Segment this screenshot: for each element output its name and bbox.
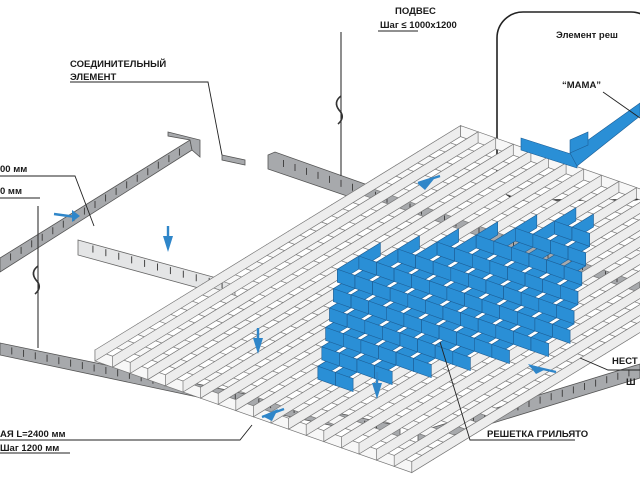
grid-bar bbox=[129, 137, 497, 375]
hanger-clip-center bbox=[335, 95, 344, 125]
grid-bar bbox=[94, 124, 461, 362]
grid-bar bbox=[393, 304, 640, 468]
leader-lines bbox=[0, 30, 640, 454]
right-nest-label: НЕСТ bbox=[612, 356, 638, 367]
bottom-left-label-1: АЯ L=2400 мм bbox=[0, 429, 66, 440]
connector-piece bbox=[221, 154, 246, 166]
bottom-left-label-2: Шаг 1200 мм bbox=[0, 443, 59, 454]
grid-highlight bbox=[317, 207, 594, 393]
podves-step-label: Шаг ≤ 1000x1200 bbox=[380, 20, 457, 31]
grid-highlight-bar bbox=[567, 246, 587, 267]
grid-highlight-bar bbox=[335, 371, 354, 393]
grid-highlight-bar bbox=[563, 265, 583, 286]
grid-highlight-bar bbox=[559, 284, 579, 306]
grid-highlight-bar bbox=[530, 336, 549, 358]
grid-highlight-bar bbox=[452, 350, 471, 372]
inset-mama-label: “МАМА” bbox=[562, 80, 601, 91]
inset-title: Элемент реш bbox=[556, 30, 618, 41]
hanger-clip-left bbox=[32, 265, 41, 295]
grid-highlight-bar bbox=[571, 226, 590, 247]
grid-highlight-bar bbox=[413, 357, 432, 379]
left-top-label-1: 00 мм bbox=[0, 164, 27, 175]
grid-highlight-bar bbox=[552, 323, 571, 344]
grid-bar bbox=[112, 131, 479, 368]
podves-label: ПОДВЕС bbox=[395, 6, 436, 17]
grid-highlight-bar bbox=[374, 364, 393, 386]
right-sh-label: Ш bbox=[626, 377, 636, 388]
left-rail-end bbox=[167, 131, 201, 158]
grid-label: РЕШЕТКА ГРИЛЬЯТО bbox=[487, 429, 588, 440]
grid-bar bbox=[376, 287, 640, 461]
grid-bar bbox=[147, 143, 514, 381]
assembly-arrows bbox=[53, 174, 557, 421]
left-top-label-2: 0 мм bbox=[0, 186, 22, 197]
grid-highlight-bar bbox=[556, 304, 575, 325]
grid-highlight-bar bbox=[491, 343, 510, 365]
connector-label-line1: СОЕДИНИТЕЛЬНЫЙ bbox=[70, 58, 166, 70]
inset-element bbox=[520, 102, 640, 169]
connector-label-line2: ЭЛЕМЕНТ bbox=[70, 72, 117, 83]
